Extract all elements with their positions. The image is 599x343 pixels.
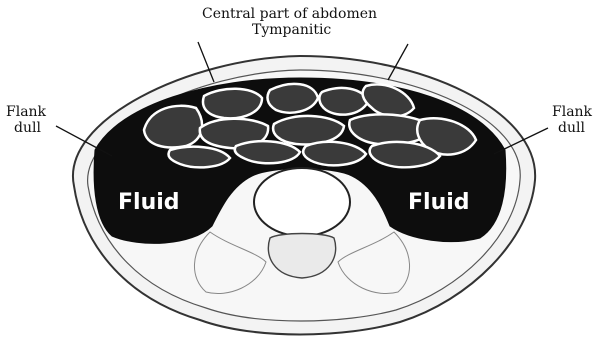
- central-label-line2: Tympanitic: [252, 22, 331, 39]
- bowel-loop: [319, 88, 368, 115]
- bowel-loop: [268, 84, 318, 113]
- bowel-loop: [273, 116, 344, 145]
- flank-right-label-line1: Flank: [552, 104, 592, 121]
- bowel-loop: [203, 89, 262, 119]
- flank-left-label-line1: Flank: [6, 104, 46, 121]
- flank-right-label-line2: dull: [558, 120, 585, 137]
- vertebral-body: [254, 168, 350, 236]
- central-label-line1: Central part of abdomen: [202, 6, 377, 23]
- flank-left-label-line2: dull: [14, 120, 41, 137]
- fluid-label-right: Fluid: [408, 190, 470, 215]
- fluid-label-left: Fluid: [118, 190, 180, 215]
